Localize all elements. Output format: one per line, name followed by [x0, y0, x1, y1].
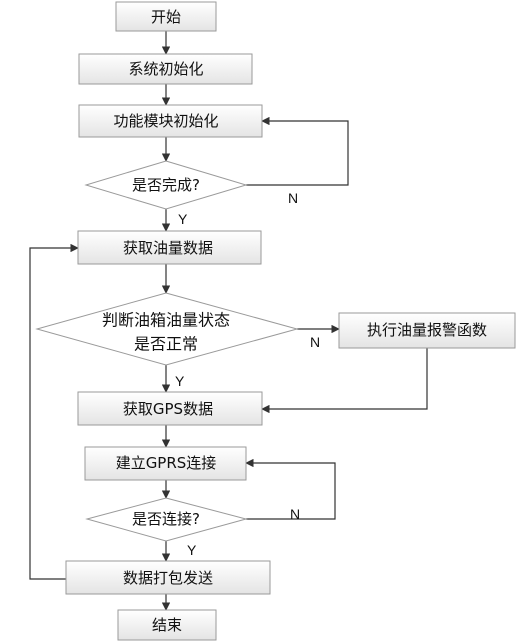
node-start: 开始 [115, 1, 217, 32]
node-sys-init: 系统初始化 [78, 53, 253, 85]
edge-connect-no-loop [245, 458, 336, 520]
decision-init-done-label: 是否完成? [132, 176, 200, 194]
node-pack-send: 数据打包发送 [65, 560, 271, 595]
edge-alarm-to-gps [261, 348, 428, 414]
decision-is-connected-label: 是否连接? [132, 510, 200, 528]
decision-is-connected: 是否连接? [85, 497, 248, 542]
node-module-init-label: 功能模块初始化 [113, 112, 218, 130]
node-alarm-label: 执行油量报警函数 [367, 321, 487, 339]
node-module-init: 功能模块初始化 [78, 104, 263, 138]
label-init-no: N [288, 190, 298, 206]
label-judge-no: N [310, 334, 320, 350]
edges [29, 31, 428, 611]
decision-fuel-status-line2: 是否正常 [134, 335, 198, 354]
label-init-yes: Y [178, 211, 188, 227]
label-connect-yes: Y [187, 542, 197, 558]
node-alarm: 执行油量报警函数 [338, 312, 516, 349]
edge-labels: N Y N Y N Y [175, 190, 320, 558]
decision-fuel-status-line1: 判断油箱油量状态 [102, 311, 230, 330]
edge-init-no-loop [246, 116, 349, 186]
label-connect-no: N [290, 506, 300, 522]
node-get-gps-label: 获取GPS数据 [123, 400, 213, 418]
node-pack-send-label: 数据打包发送 [123, 569, 213, 587]
node-get-fuel-label: 获取油量数据 [123, 239, 213, 257]
node-get-gps: 获取GPS数据 [77, 391, 263, 426]
node-get-fuel: 获取油量数据 [77, 230, 262, 265]
node-end: 结束 [117, 609, 217, 641]
label-judge-yes: Y [175, 373, 185, 389]
edge-send-loop-back [29, 243, 79, 580]
decision-init-done: 是否完成? [84, 160, 248, 210]
decision-fuel-status: 判断油箱油量状态 是否正常 [35, 292, 299, 366]
node-connect-gprs: 建立GPRS连接 [84, 446, 247, 481]
node-start-label: 开始 [151, 8, 181, 26]
node-connect-gprs-label: 建立GPRS连接 [116, 454, 217, 472]
node-end-label: 结束 [152, 616, 182, 634]
node-sys-init-label: 系统初始化 [128, 60, 203, 78]
